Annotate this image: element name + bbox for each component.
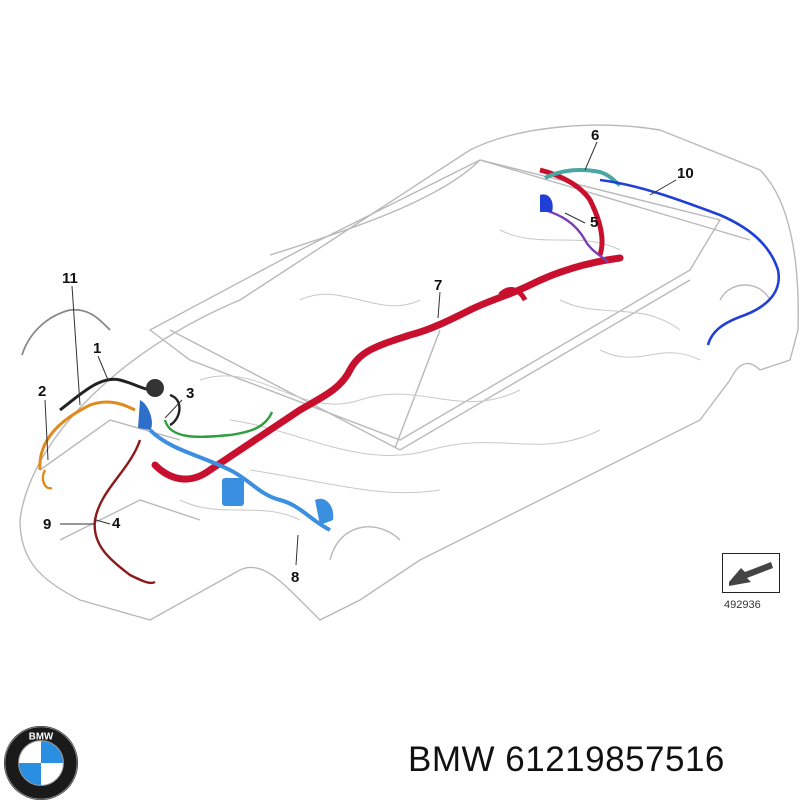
callout-7: 7 [434,277,442,294]
callout-1: 1 [93,340,101,357]
direction-arrow-icon [729,562,773,586]
callout-11: 11 [62,270,78,287]
callout-3: 3 [186,385,194,402]
harness-11 [21,308,111,356]
callout-2: 2 [38,383,46,400]
harness-2 [38,400,136,471]
harness-5 [544,208,609,263]
part-number: 61219857516 [505,740,725,779]
harness-9 [93,439,156,585]
wiring-harness-diagram: 1 2 3 4 5 6 7 8 9 10 11 [19,124,799,621]
harness-3 [163,411,274,439]
leader-lines [44,141,677,566]
svg-text:BMW: BMW [29,732,54,743]
reference-number: 492936 [724,599,761,611]
callout-10: 10 [677,165,694,182]
bmw-logo: BMW [3,725,79,801]
car-outline [19,124,799,621]
harness-1-branch [169,393,181,427]
brand-name: BMW [408,740,496,779]
harness-8 [148,428,331,532]
harness-10 [599,178,781,346]
harness-5-connector [540,194,553,212]
harness-1-connector [146,379,164,397]
harness-8-connector [315,498,334,525]
harness-2-branch [41,469,53,490]
harness-7 [151,254,624,483]
part-label: BMW 61219857516 [408,740,725,780]
callout-9: 9 [43,516,51,533]
callout-5: 5 [590,214,598,231]
callout-6: 6 [591,127,599,144]
background-wiring [179,229,701,521]
harness-7-branch [498,287,528,302]
callout-4: 4 [112,515,121,532]
harness-8-module [222,478,244,506]
harness-7-rear [539,167,605,256]
reference-symbol-box [722,553,780,593]
harness-8-front [138,400,152,430]
callout-8: 8 [291,569,299,586]
